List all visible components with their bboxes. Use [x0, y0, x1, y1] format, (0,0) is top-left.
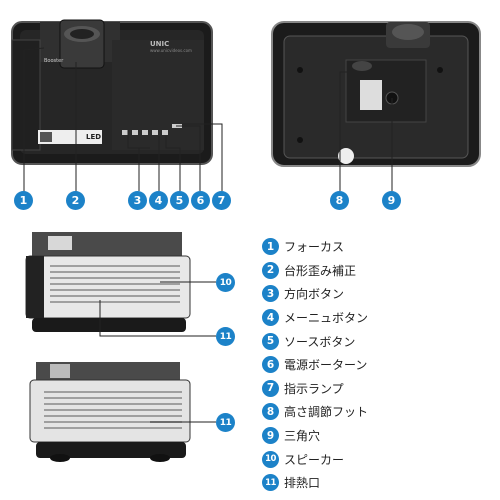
- legend-label: ソースボタン: [284, 334, 356, 349]
- legend-num: 5: [262, 332, 279, 350]
- legend-item-foot: 8 高さ調節フット: [262, 400, 492, 424]
- callout-10: 10: [216, 273, 235, 292]
- legend-num: 3: [262, 285, 279, 303]
- callout-8: 8: [330, 191, 349, 210]
- legend-num: 10: [262, 450, 279, 468]
- legend-num: 4: [262, 309, 279, 327]
- leader-lines: [23, 47, 393, 423]
- callout-7: 7: [212, 191, 231, 210]
- legend-label: 方向ボタン: [284, 287, 345, 302]
- legend-label: 電源ボーターン: [284, 358, 368, 373]
- model-label: Booster: [44, 58, 64, 64]
- legend-label: メーニュボタン: [284, 311, 369, 326]
- legend-label: 台形歪み補正: [284, 263, 357, 278]
- legend-num: 1: [262, 238, 279, 256]
- brand-logo: UNIC: [150, 40, 170, 48]
- legend-num: 8: [262, 403, 279, 421]
- callout-9: 9: [382, 191, 401, 210]
- legend-item-speaker: 10 スピーカー: [262, 447, 492, 471]
- legend-item-source: 5 ソースボタン: [262, 329, 492, 353]
- callout-6: 6: [191, 191, 210, 210]
- legend-num: 6: [262, 356, 279, 374]
- led-label: LED: [86, 133, 102, 141]
- legend-label: フォーカス: [284, 240, 345, 255]
- legend-item-menu: 4 メーニュボタン: [262, 306, 492, 330]
- legend-label: スピーカー: [284, 452, 345, 467]
- callout-11-rear: 11: [216, 413, 235, 432]
- legend-item-tripod-hole: 9 三角穴: [262, 424, 492, 448]
- brand-url: www.unicvideos.com: [150, 48, 192, 53]
- callout-4: 4: [149, 191, 168, 210]
- legend-num: 9: [262, 427, 279, 445]
- legend-item-direction: 3 方向ボタン: [262, 282, 492, 306]
- callout-11-side: 11: [216, 327, 235, 346]
- callout-1: 1: [14, 191, 33, 210]
- callout-5: 5: [170, 191, 189, 210]
- projector-side-view: [25, 232, 191, 332]
- legend-item-focus: 1 フォーカス: [262, 235, 492, 259]
- legend-label: 三角穴: [284, 429, 321, 444]
- legend-item-indicator: 7 指示ランプ: [262, 377, 492, 401]
- legend-num: 7: [262, 379, 279, 397]
- legend-item-power: 6 電源ボーターン: [262, 353, 492, 377]
- legend-item-vent: 11 排熱口: [262, 471, 492, 495]
- legend-num: 2: [262, 261, 279, 279]
- legend-label: 指示ランプ: [284, 381, 344, 396]
- legend-label: 排熱口: [284, 476, 321, 491]
- legend-label: 高さ調節フット: [284, 405, 369, 420]
- legend: 1 フォーカス 2 台形歪み補正 3 方向ボタン 4 メーニュボタン 5 ソース…: [262, 235, 492, 495]
- projector-bottom-view: [271, 21, 481, 167]
- legend-num: 11: [262, 474, 279, 492]
- legend-item-keystone: 2 台形歪み補正: [262, 259, 492, 283]
- projector-top-view: [11, 19, 213, 165]
- projector-rear-view: [29, 362, 191, 462]
- callout-2: 2: [66, 191, 85, 210]
- callout-3: 3: [128, 191, 147, 210]
